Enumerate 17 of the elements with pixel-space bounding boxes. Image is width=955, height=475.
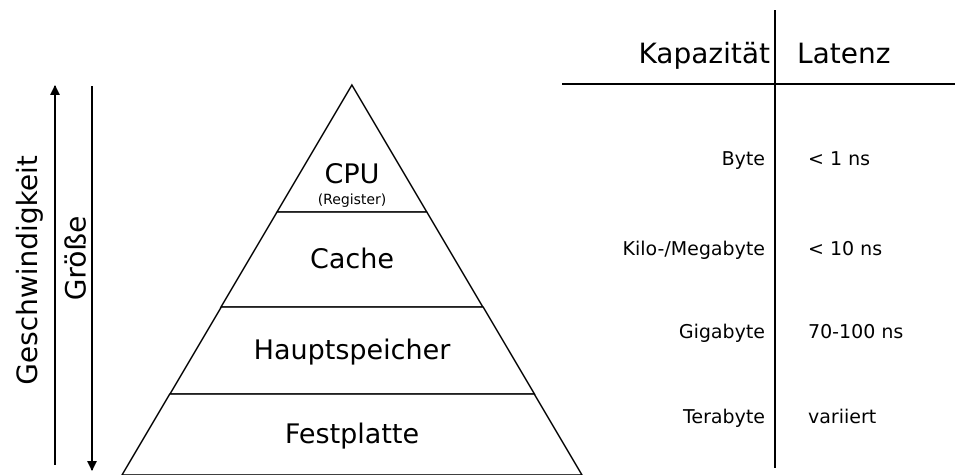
layer-label: Cache bbox=[310, 242, 394, 276]
table-cell-text: 70-100 ns bbox=[808, 323, 904, 342]
table-cell-text: Kilo-/Megabyte bbox=[622, 240, 765, 259]
table-cell-text: < 1 ns bbox=[808, 150, 870, 169]
axis-label: Größe bbox=[62, 216, 90, 300]
axis-label: Geschwindigkeit bbox=[14, 155, 42, 385]
table-cell-text: Gigabyte bbox=[678, 323, 765, 342]
layer-label: Hauptspeicher bbox=[254, 334, 450, 368]
table-cell-text: < 10 ns bbox=[808, 240, 882, 259]
column-header: Kapazität bbox=[638, 40, 770, 68]
layer-sublabel: (Register) bbox=[318, 192, 386, 209]
layer-label: CPU bbox=[324, 158, 380, 192]
table-cell-text: variiert bbox=[808, 408, 876, 427]
column-header: Latenz bbox=[797, 40, 890, 68]
layer-label: Festplatte bbox=[284, 418, 420, 452]
table-cell-text: Terabyte bbox=[683, 408, 765, 427]
table-cell-text: Byte bbox=[722, 150, 765, 169]
